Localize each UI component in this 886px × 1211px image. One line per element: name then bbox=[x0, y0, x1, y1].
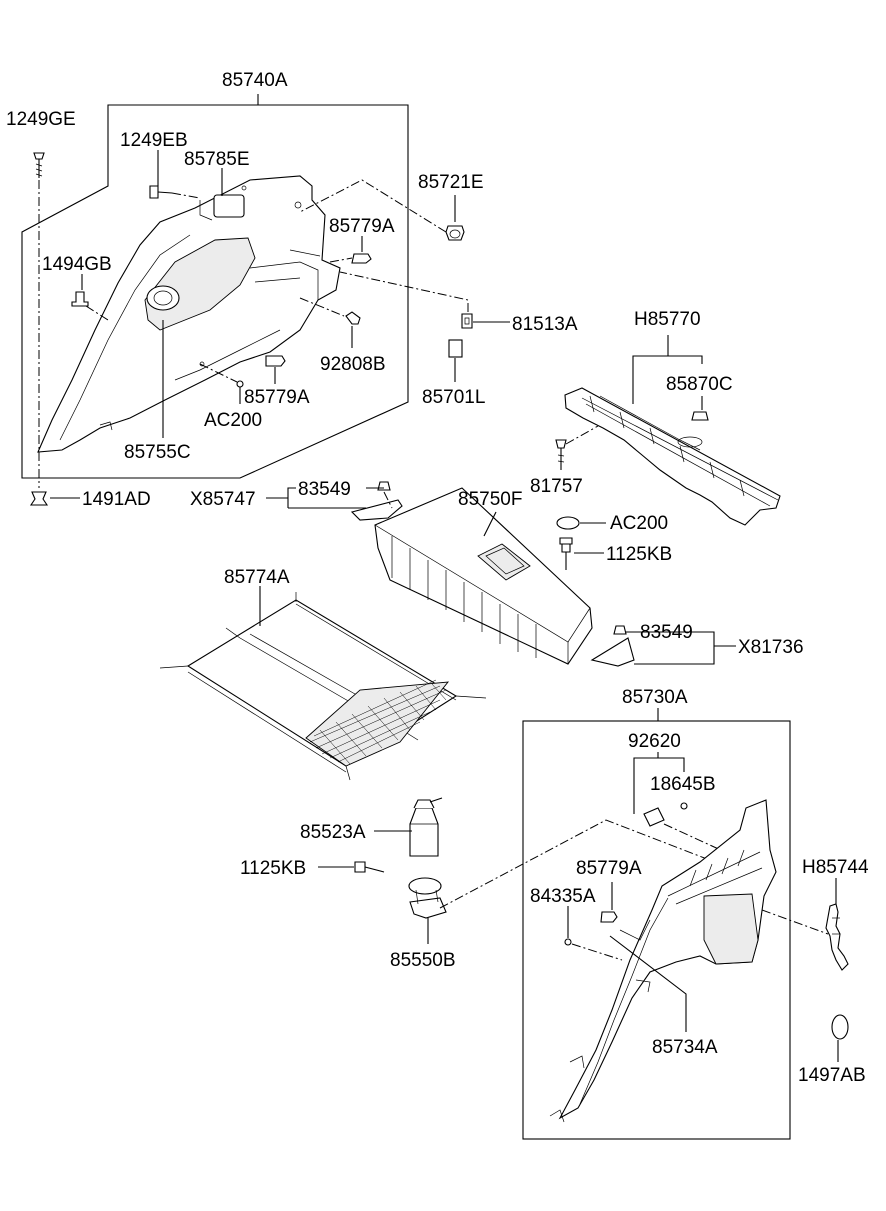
label-85734A: 85734A bbox=[652, 1037, 718, 1058]
label-85523A: 85523A bbox=[300, 822, 366, 843]
fastener-92808B bbox=[345, 311, 361, 348]
clip-85779A-bottom bbox=[600, 911, 618, 923]
label-85779A-mid: 85779A bbox=[244, 387, 310, 408]
clip-85779A-mid bbox=[265, 355, 286, 367]
label-84335A: 84335A bbox=[530, 886, 596, 907]
label-1497AB: 1497AB bbox=[798, 1065, 866, 1086]
label-X81736: X81736 bbox=[738, 637, 804, 658]
harness-H85744 bbox=[825, 903, 849, 971]
screw-1249GE bbox=[33, 152, 45, 178]
label-H85770: H85770 bbox=[634, 309, 701, 330]
label-1125KB-right: 1125KB bbox=[606, 544, 672, 565]
plug-AC200-bottom bbox=[556, 516, 580, 530]
group-box-85740A bbox=[21, 104, 409, 479]
clip-18645B bbox=[680, 802, 688, 810]
label-83549-top: 83549 bbox=[298, 479, 351, 500]
clip-1491AD bbox=[29, 491, 49, 506]
label-X85747: X85747 bbox=[190, 489, 256, 510]
bracket-92620 bbox=[643, 807, 665, 827]
clip-85779A-top bbox=[351, 253, 372, 264]
bolt-81757 bbox=[555, 439, 567, 470]
label-1491AD: 1491AD bbox=[82, 489, 151, 510]
garnish-H85770 bbox=[564, 387, 781, 526]
label-18645B: 18645B bbox=[650, 774, 716, 795]
clip-83549-top bbox=[377, 481, 391, 491]
cap-85721E bbox=[445, 225, 465, 241]
label-AC200-bottom: AC200 bbox=[610, 513, 668, 534]
pad-85701L bbox=[448, 339, 463, 358]
label-85774A: 85774A bbox=[224, 567, 290, 588]
label-1494GB: 1494GB bbox=[42, 254, 112, 275]
bolt-1125KB-left bbox=[354, 861, 385, 873]
holder-85550B bbox=[408, 877, 447, 919]
label-1249GE: 1249GE bbox=[6, 109, 76, 130]
clip-81513A bbox=[461, 313, 473, 329]
label-H85744: H85744 bbox=[802, 857, 869, 878]
label-85779A-bottom: 85779A bbox=[576, 858, 642, 879]
quarter-trim-85740A bbox=[37, 175, 341, 453]
clip-1494GB bbox=[71, 291, 89, 307]
quarter-trim-85730A bbox=[549, 799, 777, 1123]
label-85750F: 85750F bbox=[458, 489, 522, 510]
clip-83549-bottom bbox=[613, 625, 627, 635]
label-1249EB: 1249EB bbox=[120, 130, 188, 151]
label-85779A-top: 85779A bbox=[329, 216, 395, 237]
label-81757: 81757 bbox=[530, 476, 583, 497]
label-85550B: 85550B bbox=[390, 950, 456, 971]
label-85721E: 85721E bbox=[418, 172, 484, 193]
luggage-tray-85750F bbox=[374, 487, 593, 665]
label-85740A: 85740A bbox=[222, 70, 288, 91]
label-92620: 92620 bbox=[628, 731, 681, 752]
bracket-X85747 bbox=[350, 499, 403, 521]
label-1125KB-left: 1125KB bbox=[240, 858, 306, 879]
canister-85523A bbox=[409, 797, 443, 857]
bolt-1249EB bbox=[149, 185, 173, 199]
clip-85870C bbox=[691, 411, 709, 421]
label-AC200-top: AC200 bbox=[204, 410, 262, 431]
label-85730A: 85730A bbox=[622, 687, 688, 708]
label-85785E: 85785E bbox=[184, 149, 250, 170]
label-85870C: 85870C bbox=[666, 374, 733, 395]
group-box-85730A bbox=[522, 720, 791, 1140]
bracket-X81736 bbox=[590, 637, 635, 667]
plug-AC200-top bbox=[236, 380, 244, 388]
label-85701L: 85701L bbox=[422, 387, 485, 408]
label-92808B: 92808B bbox=[320, 354, 386, 375]
plug-1497AB bbox=[831, 1014, 849, 1040]
bolt-1125KB-right bbox=[559, 537, 573, 570]
label-81513A: 81513A bbox=[512, 314, 578, 335]
label-83549-bottom: 83549 bbox=[640, 622, 693, 643]
plug-84335A bbox=[564, 938, 572, 946]
cargo-net-85774A bbox=[159, 592, 487, 781]
label-85755C: 85755C bbox=[124, 442, 191, 463]
